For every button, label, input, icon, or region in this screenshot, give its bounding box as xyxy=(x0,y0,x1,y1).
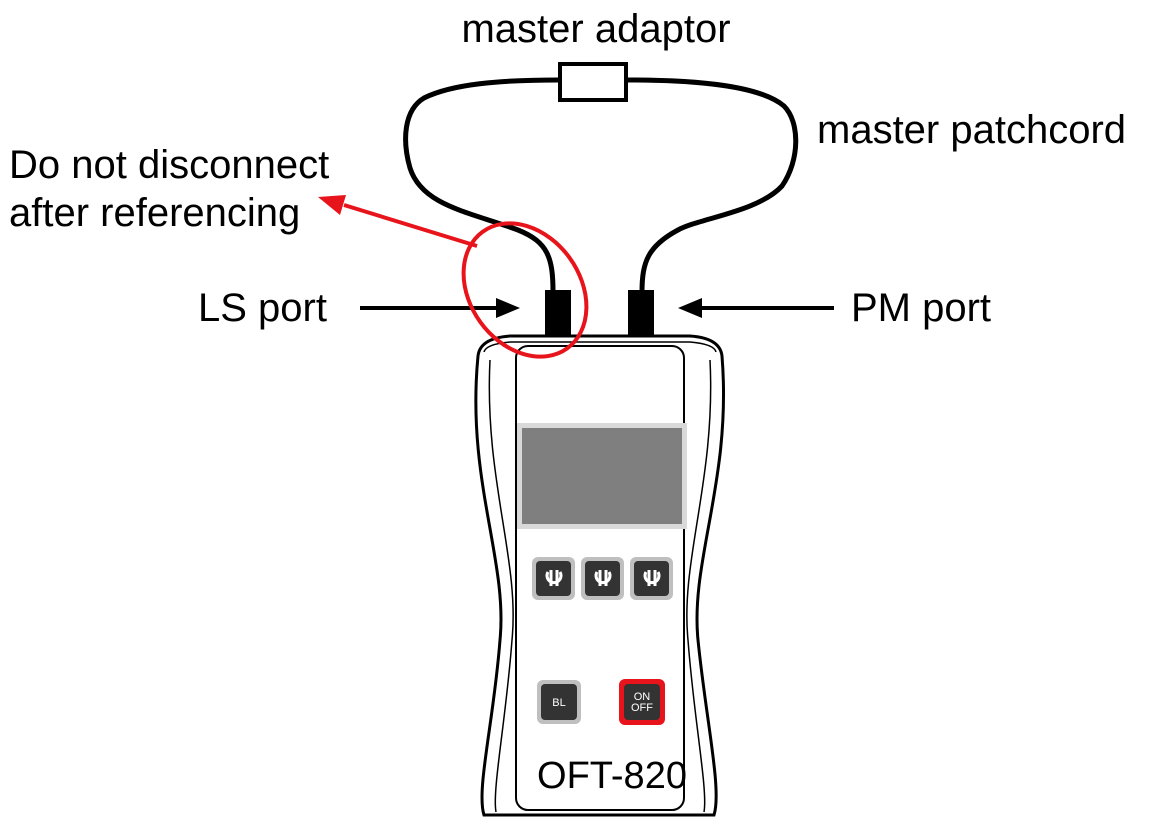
device-shell-inner-left xyxy=(488,359,514,813)
warning-label-line2: after referencing xyxy=(9,191,300,235)
power-symbol-icon xyxy=(545,570,563,586)
ls-port-label: LS port xyxy=(198,286,327,330)
power-button[interactable]: ON OFF xyxy=(619,679,665,725)
warning-label-line1: Do not disconnect xyxy=(9,143,329,187)
pm-port-arrow xyxy=(678,298,834,318)
display-screen xyxy=(522,428,682,524)
backlight-button[interactable]: BL xyxy=(537,680,581,724)
master-adaptor-label: master adaptor xyxy=(461,7,730,51)
power-symbol-icon xyxy=(594,570,612,586)
device-shell-inner-right xyxy=(686,359,712,813)
model-label: OFT-820 xyxy=(537,755,687,797)
master-patchcord-label: master patchcord xyxy=(817,108,1126,152)
ls-port-connector xyxy=(545,290,571,336)
warning-arrow xyxy=(318,195,478,248)
function-button-3[interactable] xyxy=(630,557,673,600)
power-symbol-icon xyxy=(643,570,661,586)
device-shell-top-lip xyxy=(483,341,717,353)
function-button-2[interactable] xyxy=(581,557,624,600)
master-patchcord-fiber-left xyxy=(403,77,559,293)
oft-820-device: BL ON OFF OFT-820 xyxy=(474,334,726,817)
master-patchcord-fiber-right xyxy=(627,77,799,293)
pm-port-label: PM port xyxy=(851,286,991,330)
pm-port-connector xyxy=(628,290,654,336)
power-button-label-on: ON xyxy=(634,691,651,703)
function-button-1[interactable] xyxy=(532,557,575,600)
ls-connection-highlight-circle xyxy=(461,221,589,359)
backlight-button-label: BL xyxy=(552,697,565,709)
power-button-label-off: OFF xyxy=(631,702,653,714)
ls-port-arrow xyxy=(360,298,520,318)
master-adaptor xyxy=(558,62,628,102)
